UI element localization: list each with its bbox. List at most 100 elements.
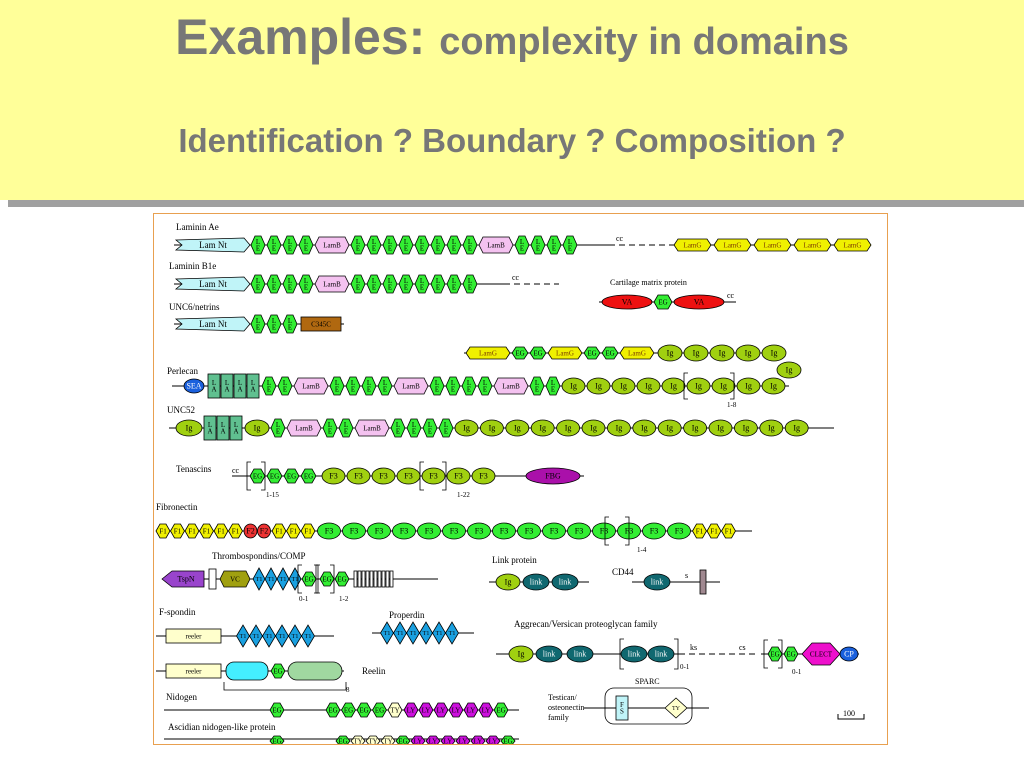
glycan-label: s	[685, 571, 688, 580]
lamb-domain	[314, 275, 350, 293]
f3-domain	[642, 522, 666, 540]
le-domain	[350, 274, 366, 294]
domain-label: EG	[328, 706, 337, 714]
domain-label: F2	[260, 527, 268, 536]
title-main: Examples:	[175, 9, 426, 65]
le-domain	[446, 235, 462, 255]
lamg-domain	[619, 346, 655, 360]
domain-label: FBG	[545, 472, 561, 481]
domain-label: Ig	[693, 349, 700, 358]
domain-label: Ig	[489, 424, 496, 433]
le-domain	[266, 314, 282, 334]
domain-label: EG	[503, 737, 512, 744]
eg-domain	[511, 346, 529, 360]
domain-label: LamG	[844, 241, 862, 249]
domain-label: VC	[230, 575, 240, 583]
le-domain	[422, 418, 438, 438]
title-sub: complexity in domains	[439, 21, 849, 63]
lamg-domain	[833, 238, 872, 252]
domain-label: C345C	[311, 320, 331, 328]
le-domain	[322, 418, 338, 438]
protein-label-properdin: Properdin	[389, 610, 425, 620]
domain-label: F1	[710, 527, 718, 535]
le-domain	[377, 376, 393, 396]
repeat-bar	[389, 570, 394, 588]
domain-label: F3	[675, 527, 683, 536]
cp-domain	[839, 646, 859, 662]
domain-label: Ig	[254, 424, 261, 433]
domain-label: Ig	[641, 424, 648, 433]
domain-label: EG	[337, 575, 346, 583]
domain-label: F3	[525, 527, 533, 536]
domain-label: T1	[268, 577, 275, 583]
le-domain	[430, 235, 446, 255]
domain-label: TY	[368, 737, 377, 744]
lamb-domain	[493, 377, 529, 395]
protein-label-reelin: Reelin	[362, 666, 386, 676]
domain-label: F3	[575, 527, 583, 536]
f1-domain	[170, 523, 185, 539]
repeat-bar	[385, 570, 390, 588]
fs-domain	[615, 695, 629, 721]
domain-label: Ig	[692, 424, 699, 433]
ly-domain	[403, 702, 419, 718]
f1-domain	[692, 523, 707, 539]
domain-label: LY	[489, 737, 498, 744]
link-domain	[620, 645, 648, 663]
ig-domain	[734, 419, 758, 437]
domain-label: F3	[600, 527, 608, 536]
ly-domain	[433, 702, 449, 718]
domain-label: F1	[203, 527, 211, 535]
le-domain	[282, 314, 298, 334]
domain-label: F1	[159, 527, 167, 535]
f3-domain	[367, 522, 391, 540]
domain-label: LamB	[363, 424, 381, 432]
domain-label: LamB	[487, 241, 505, 249]
le-domain	[329, 376, 345, 396]
f3-domain	[346, 467, 371, 485]
f1-domain	[213, 523, 229, 539]
le-domain	[446, 274, 462, 294]
le-domain	[338, 418, 354, 438]
repeat-bar	[381, 570, 386, 588]
vc-domain	[219, 570, 251, 588]
domain-label: Ig	[670, 382, 677, 391]
domain-label: CLECT	[810, 650, 833, 658]
f3-domain	[471, 467, 496, 485]
protein-label-testican: Testican/osteonectin-family	[548, 693, 587, 722]
domain-label: reeler	[186, 667, 203, 675]
f3-domain	[421, 467, 446, 485]
ly-domain	[418, 702, 434, 718]
ig-domain	[175, 419, 203, 437]
lam-nt-domain	[174, 316, 251, 332]
ig-domain	[776, 361, 802, 379]
ig-domain	[561, 377, 586, 395]
domain-label: link	[655, 650, 667, 659]
domain-label: T1	[292, 634, 299, 640]
le-domain	[282, 235, 298, 255]
la-domain	[216, 415, 230, 441]
domain-label: link	[543, 650, 555, 659]
domain-label: TY	[353, 737, 362, 744]
domain-label: LamB	[402, 382, 420, 390]
protein-label-thrombospondins: Thrombospondins/COMP	[212, 551, 306, 561]
domain-label: LamG	[479, 349, 497, 357]
f3-domain	[321, 467, 346, 485]
domain-label: F3	[454, 472, 462, 481]
domain-label: LY	[414, 737, 423, 744]
